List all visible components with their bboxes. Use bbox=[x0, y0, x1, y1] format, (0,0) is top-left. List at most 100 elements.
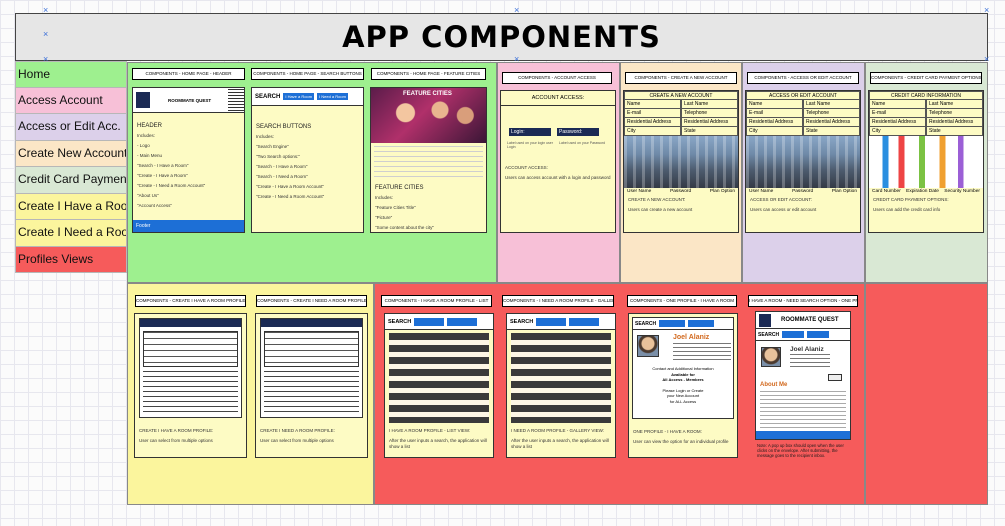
profile-note: ONE PROFILE - I HAVE A ROOM: bbox=[633, 429, 702, 434]
sidebar-item-home[interactable]: Home bbox=[15, 61, 127, 88]
field-last-name[interactable]: Last Name bbox=[926, 100, 983, 109]
field-password[interactable]: Password bbox=[670, 189, 692, 194]
have-room-button[interactable]: I Have a Room bbox=[283, 93, 315, 100]
field-plan[interactable]: Plan Option bbox=[831, 189, 857, 194]
field-username[interactable]: User Name bbox=[749, 189, 774, 194]
sidebar-item-edit-account[interactable]: Access or Edit Acc. bbox=[15, 114, 127, 141]
sidebar-item-profiles[interactable]: Profiles Views bbox=[15, 246, 127, 273]
field-password[interactable]: Password bbox=[792, 189, 814, 194]
header-card[interactable]: ROOMMATE QUEST HEADER Includes: - Logo -… bbox=[132, 87, 245, 233]
need-room-button[interactable] bbox=[807, 331, 830, 338]
have-room-button[interactable] bbox=[782, 331, 805, 338]
selection-handle-icon[interactable] bbox=[43, 57, 49, 65]
field-telephone[interactable]: Telephone bbox=[803, 109, 860, 118]
field-city[interactable]: City bbox=[746, 127, 803, 136]
featured-line: Includes: bbox=[375, 195, 394, 200]
credit-note: Users can add the credit card info bbox=[873, 207, 941, 212]
need-room-button[interactable] bbox=[447, 317, 478, 326]
password-input[interactable]: Password: bbox=[557, 128, 599, 136]
search-label: SEARCH bbox=[635, 320, 657, 327]
need-room-button[interactable] bbox=[688, 320, 715, 327]
field-username[interactable]: User Name bbox=[627, 189, 652, 194]
selection-handle-icon[interactable] bbox=[43, 32, 49, 40]
need-room-card[interactable]: CREATE I NEED A ROOM PROFILE: User can s… bbox=[255, 313, 368, 458]
sidebar-item-access-account[interactable]: Access Account bbox=[15, 87, 127, 114]
field-telephone[interactable]: Telephone bbox=[681, 109, 738, 118]
sidebar-item-credit-card[interactable]: Credit Card Payment bbox=[15, 167, 127, 194]
profile-list-mock bbox=[389, 333, 489, 423]
field-state[interactable]: State bbox=[681, 127, 738, 136]
header-line: - Main Menu bbox=[137, 153, 163, 158]
selection-handle-icon[interactable] bbox=[514, 8, 520, 16]
quest-profile-card[interactable]: ROOMMATE QUEST SEARCH Joel Alaniz About … bbox=[755, 311, 851, 440]
create-note: Users can create a new account bbox=[628, 207, 693, 212]
field-card-number[interactable]: Card Number bbox=[872, 189, 901, 194]
need-room-button[interactable] bbox=[569, 317, 600, 326]
form-mock-options bbox=[143, 371, 238, 415]
need-room-note: CREATE I NEED A ROOM PROFILE: bbox=[260, 428, 335, 433]
field-city[interactable]: City bbox=[869, 127, 926, 136]
envelope-icon[interactable] bbox=[828, 374, 842, 381]
list-need-card[interactable]: SEARCH I NEED A ROOM PROFILE - GALLERY V… bbox=[506, 313, 616, 458]
field-address[interactable]: Residential Address bbox=[624, 118, 681, 127]
have-room-button[interactable] bbox=[414, 317, 445, 326]
form-mock-options bbox=[264, 371, 359, 415]
field-last-name[interactable]: Last Name bbox=[681, 100, 738, 109]
card-label-credit: COMPONENTS - CREDIT CARD PAYMENT OPTIONS bbox=[870, 72, 982, 84]
selection-handle-icon[interactable] bbox=[984, 57, 990, 65]
access-card[interactable]: ACCOUNT ACCESS: Login: Password: Label u… bbox=[500, 90, 616, 233]
header-line: "Search - I Have a Room" bbox=[137, 163, 189, 168]
login-input[interactable]: Login: bbox=[509, 128, 551, 136]
field-email[interactable]: E-mail bbox=[746, 109, 803, 118]
search-line: Includes: bbox=[256, 134, 275, 139]
field-email[interactable]: E-mail bbox=[624, 109, 681, 118]
field-address[interactable]: Residential Address bbox=[746, 118, 803, 127]
search-card[interactable]: SEARCH I Have a Room I Need a Room SEARC… bbox=[251, 87, 364, 233]
selection-handle-icon[interactable] bbox=[984, 8, 990, 16]
field-name[interactable]: Name bbox=[624, 100, 681, 109]
need-room-button[interactable]: I Need a Room bbox=[317, 93, 348, 100]
field-plan[interactable]: Plan Option bbox=[709, 189, 735, 194]
have-room-button[interactable] bbox=[536, 317, 567, 326]
field-address-2[interactable]: Residential Address bbox=[681, 118, 738, 127]
card-label-list-have: COMPONENTS - I HAVE A ROOM PROFILE - LIS… bbox=[381, 295, 492, 307]
have-room-button[interactable] bbox=[659, 320, 686, 327]
field-state[interactable]: State bbox=[926, 127, 983, 136]
field-state[interactable]: State bbox=[803, 127, 860, 136]
cta-line: Please Login or Create bbox=[662, 387, 704, 393]
selection-handle-icon[interactable] bbox=[43, 8, 49, 16]
field-name[interactable]: Name bbox=[869, 100, 926, 109]
profile-details bbox=[673, 343, 731, 361]
card-label-featured: COMPONENTS - HOME PAGE - FEATURE CITIES bbox=[371, 68, 486, 80]
field-expiration[interactable]: Expiration Date bbox=[906, 189, 939, 194]
field-address-2[interactable]: Residential Address bbox=[803, 118, 860, 127]
field-name[interactable]: Name bbox=[746, 100, 803, 109]
have-room-card[interactable]: CREATE I HAVE A ROOM PROFILE: User can s… bbox=[134, 313, 247, 458]
field-address-2[interactable]: Residential Address bbox=[926, 118, 983, 127]
featured-card[interactable]: FEATURE CITIES FEATURE CITIES Includes: … bbox=[370, 87, 487, 233]
access-heading: ACCOUNT ACCESS: bbox=[501, 91, 615, 106]
field-address[interactable]: Residential Address bbox=[869, 118, 926, 127]
field-telephone[interactable]: Telephone bbox=[926, 109, 983, 118]
field-security[interactable]: Security Number bbox=[944, 189, 980, 194]
list-have-card[interactable]: SEARCH I HAVE A ROOM PROFILE - LIST VIEW… bbox=[384, 313, 494, 458]
sidebar-item-need-room[interactable]: Create I Need a Room bbox=[15, 220, 127, 247]
sidebar-item-create-account[interactable]: Create New Account bbox=[15, 140, 127, 167]
contact-info: Contact and Additional Information bbox=[652, 366, 714, 371]
field-city[interactable]: City bbox=[624, 127, 681, 136]
field-email[interactable]: E-mail bbox=[869, 109, 926, 118]
profile-card[interactable]: SEARCH Joel Alaniz Contact and Additiona… bbox=[628, 313, 738, 458]
sidebar-item-have-room[interactable]: Create I Have a Room bbox=[15, 193, 127, 220]
field-last-name[interactable]: Last Name bbox=[803, 100, 860, 109]
about-heading: About Me bbox=[760, 382, 788, 388]
have-room-note: CREATE I HAVE A ROOM PROFILE: bbox=[139, 428, 214, 433]
header-line: "Create - I Need a Room Account" bbox=[137, 183, 206, 188]
selection-handle-icon[interactable] bbox=[514, 57, 520, 65]
